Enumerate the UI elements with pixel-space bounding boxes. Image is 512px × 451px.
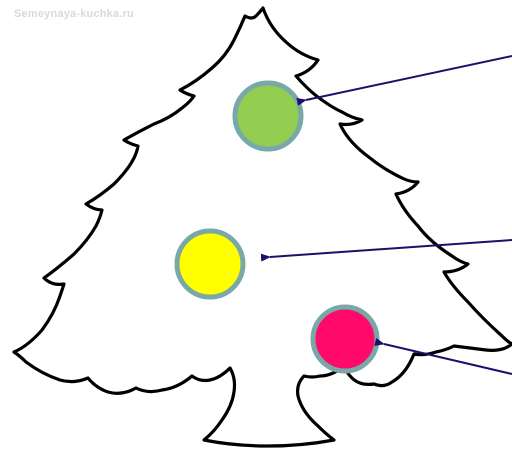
yellow-ornament — [177, 231, 243, 297]
arrow-to-green-ornament — [306, 56, 512, 100]
christmas-tree-outline-icon — [14, 8, 512, 446]
pink-ornament — [313, 307, 377, 371]
green-ornament — [235, 83, 301, 149]
